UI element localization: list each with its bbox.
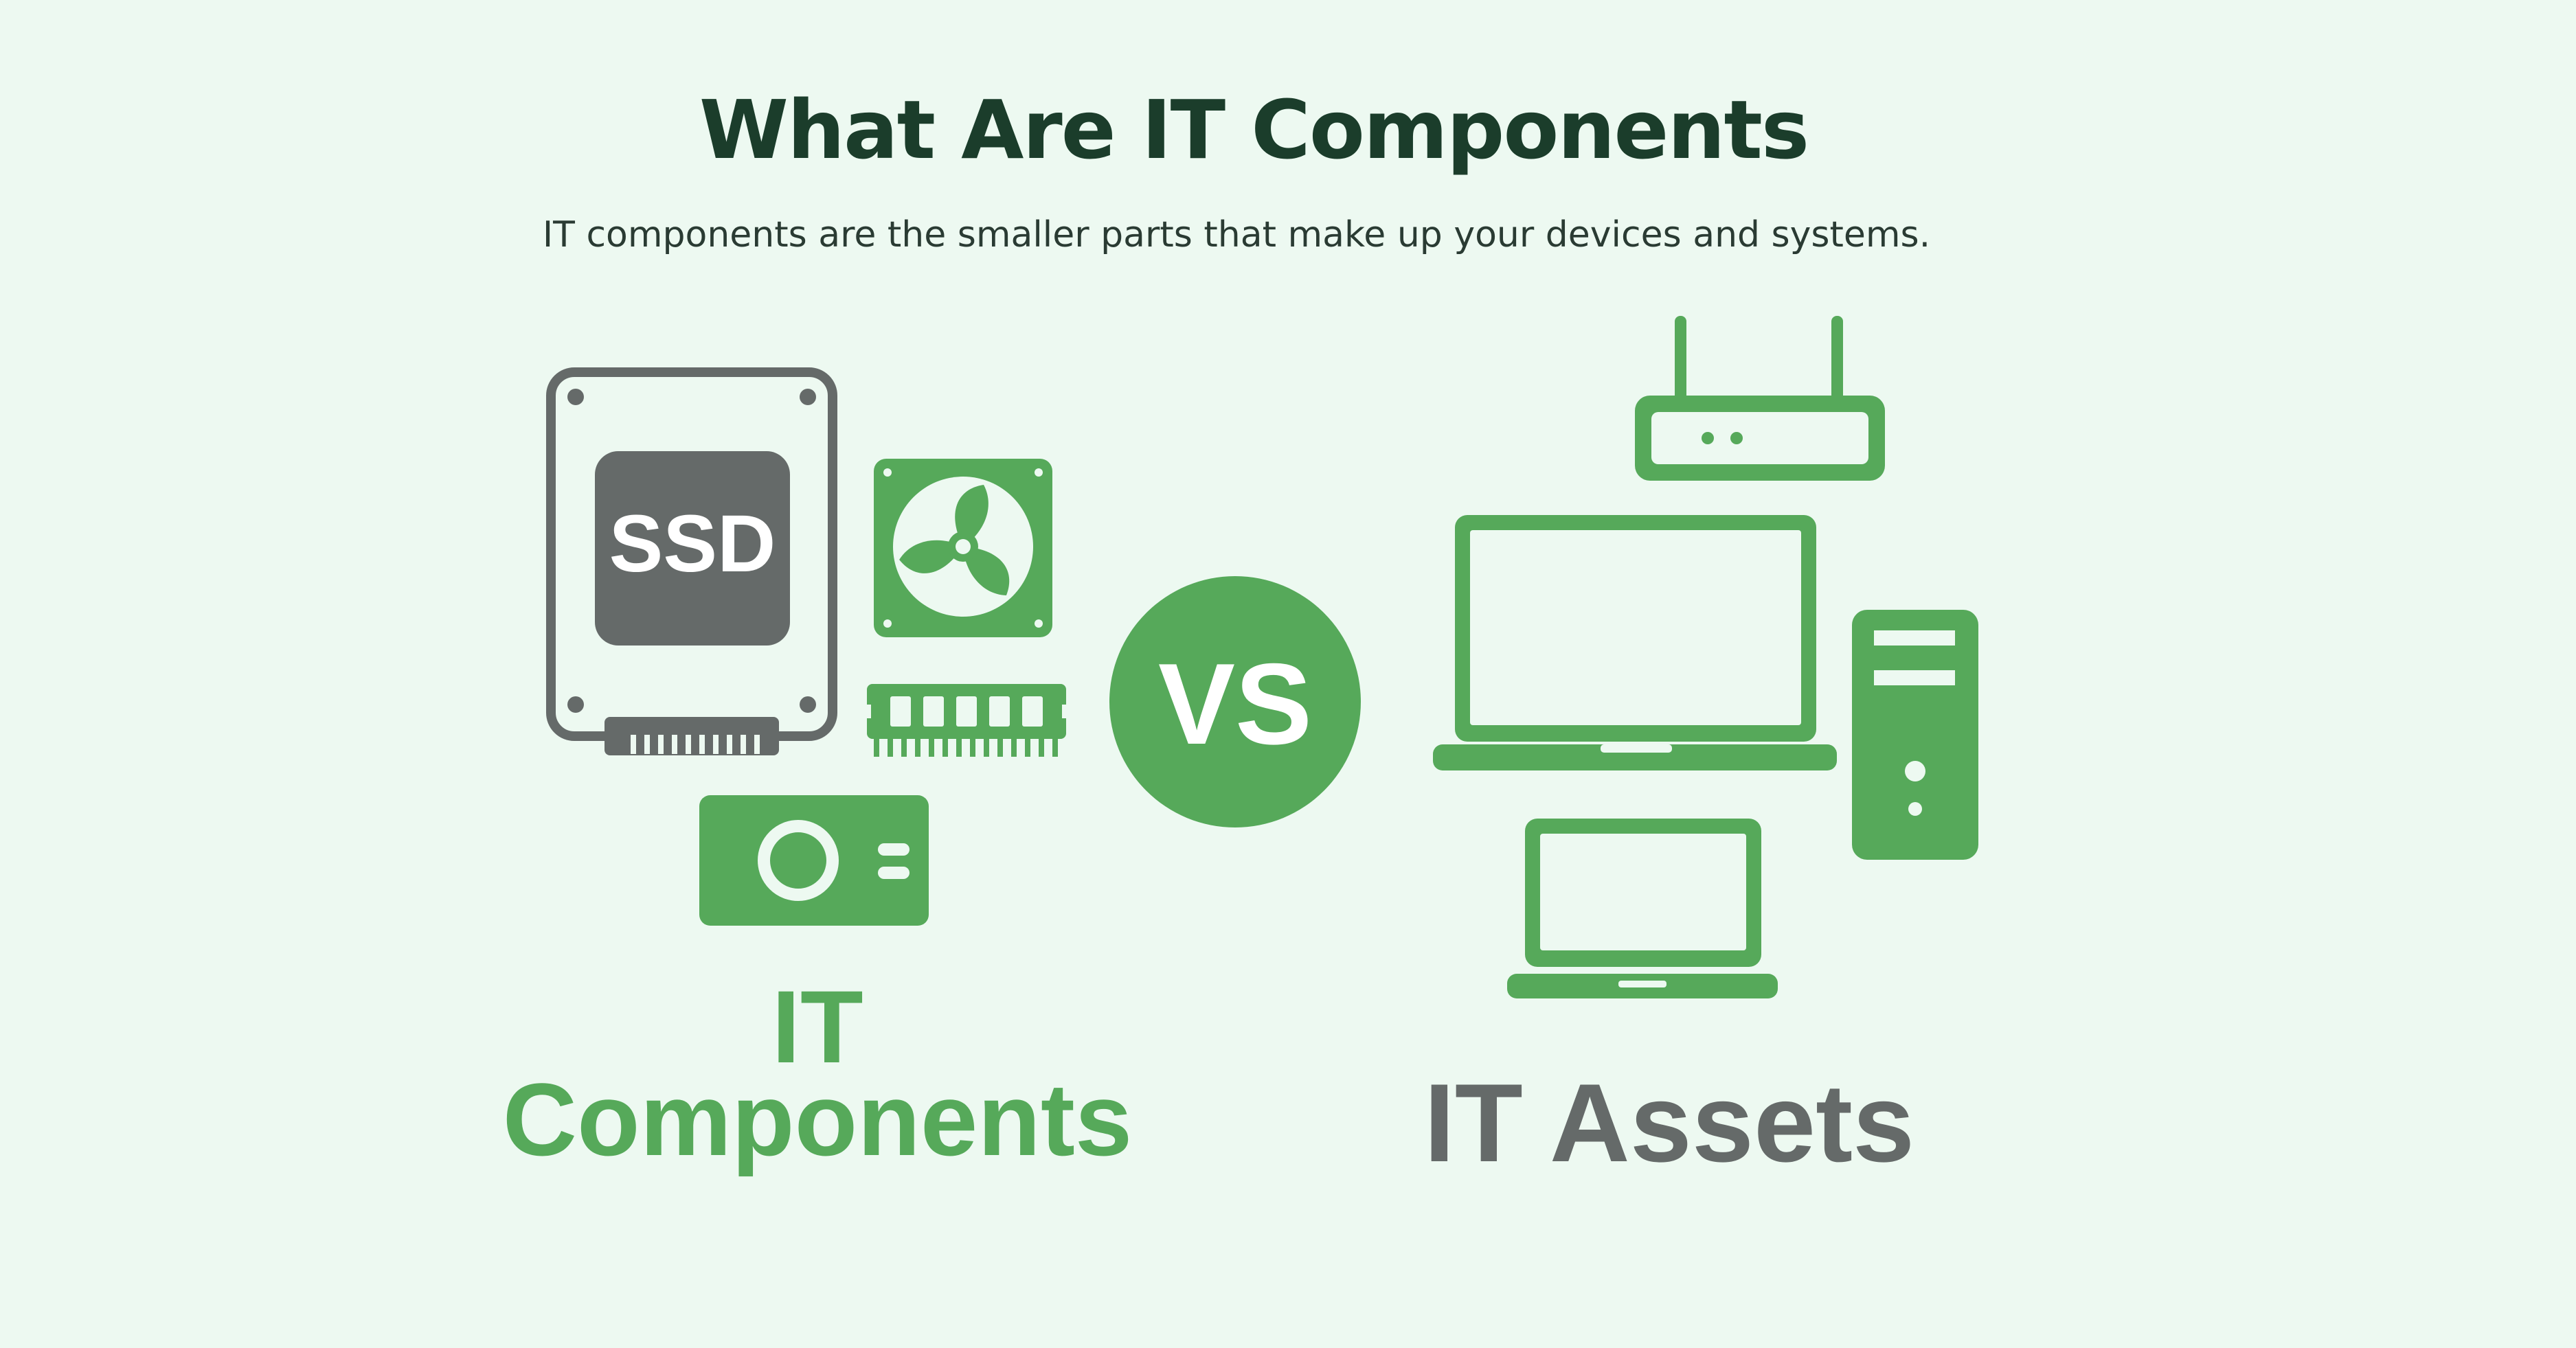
ssd-drive-icon: SSD bbox=[546, 367, 837, 755]
small-laptop-icon bbox=[1507, 819, 1778, 998]
it-assets-label: IT Assets bbox=[1423, 1061, 1915, 1185]
gpu-card-icon bbox=[699, 795, 929, 926]
vs-label: VS bbox=[1158, 639, 1312, 768]
it-components-label-line1: IT bbox=[771, 969, 863, 1084]
ssd-label: SSD bbox=[609, 499, 776, 589]
desktop-tower-icon bbox=[1852, 610, 1978, 860]
laptop-icon bbox=[1433, 515, 1837, 770]
page-title: What Are IT Components bbox=[699, 82, 1809, 177]
vs-badge: VS bbox=[1109, 576, 1361, 827]
ram-module-icon bbox=[861, 684, 1072, 757]
fan-icon bbox=[874, 459, 1052, 637]
page-subtitle: IT components are the smaller parts that… bbox=[542, 214, 1931, 255]
router-icon bbox=[1635, 316, 1885, 481]
it-components-label-line2: Components bbox=[502, 1062, 1133, 1177]
